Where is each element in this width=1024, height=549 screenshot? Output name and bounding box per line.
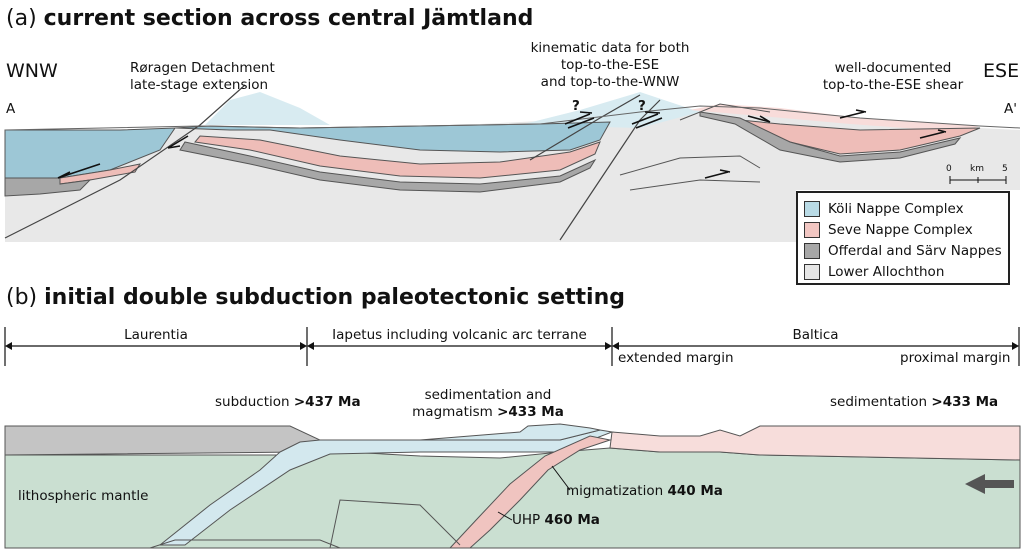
proximal-margin: proximal margin: [900, 350, 1011, 366]
swatch-koli: [804, 200, 820, 217]
surface-line: [4, 105, 1021, 131]
point-a-prime: A': [1004, 101, 1017, 117]
legend-offerdal: Offerdal and Särv Nappes: [804, 240, 1002, 261]
baltica-crust: [609, 425, 1021, 461]
question-mark-2: ?: [638, 98, 646, 114]
slab-2: [448, 435, 612, 549]
extended-margin: extended margin: [618, 350, 734, 366]
shear-arrows: [57, 109, 947, 179]
offerdal-left: [4, 177, 92, 197]
panel-b-title: (b) initial double subduction paleotecto…: [6, 285, 625, 310]
point-a: A: [6, 101, 16, 117]
eroded-koli-left: [205, 92, 330, 125]
detachment-fault: [4, 84, 246, 239]
swatch-lower: [804, 263, 820, 280]
offerdal-basin: [179, 141, 597, 193]
direction-wnw: WNW: [6, 60, 58, 82]
domain-bar: [4, 327, 1020, 366]
domain-iapetus: Iapetus including volcanic arc terrane: [332, 327, 587, 343]
panel-a-title: (a) current section across central Jämtl…: [6, 6, 534, 31]
legend: Köli Nappe Complex Seve Nappe Complex Of…: [796, 191, 1010, 285]
uhp-label: UHP 460 Ma: [512, 512, 600, 528]
domain-baltica: Baltica: [792, 327, 839, 343]
domain-laurentia: Laurentia: [124, 327, 188, 343]
arc-terrane: [419, 423, 601, 441]
mantle-label: lithospheric mantle: [18, 488, 149, 504]
fault-mid2: [559, 99, 661, 241]
subduction-label: subduction >437 Ma: [215, 394, 361, 410]
legend-lower: Lower Allochthon: [804, 261, 1002, 282]
offerdal-synform: [699, 111, 962, 163]
question-mark-1: ?: [572, 98, 580, 114]
scale-unit: km: [970, 164, 984, 174]
legend-seve: Seve Nappe Complex: [804, 219, 1002, 240]
fault-mid: [529, 94, 641, 161]
cross-section-b: [4, 423, 1021, 549]
antiform-lines: [619, 103, 771, 191]
laurentia-crust: [4, 425, 322, 456]
plate-motion-arrow: [965, 474, 1014, 494]
legend-koli: Köli Nappe Complex: [804, 198, 1002, 219]
mantle-blocks: [5, 499, 461, 549]
cross-section-a: [4, 84, 1021, 242]
swatch-seve: [804, 221, 820, 238]
sedimentation-label: sedimentation >433 Ma: [830, 394, 999, 410]
swatch-offerdal: [804, 242, 820, 259]
migmatization-label: migmatization 440 Ma: [566, 483, 723, 499]
seve-basin: [194, 135, 601, 179]
scale-end: 5: [1002, 164, 1008, 174]
scale-start: 0: [946, 164, 952, 174]
scale-bar: [949, 176, 1007, 184]
direction-ese: ESE: [983, 60, 1020, 82]
slab-1: [158, 429, 614, 546]
eroded-koli-mid: [520, 92, 700, 128]
